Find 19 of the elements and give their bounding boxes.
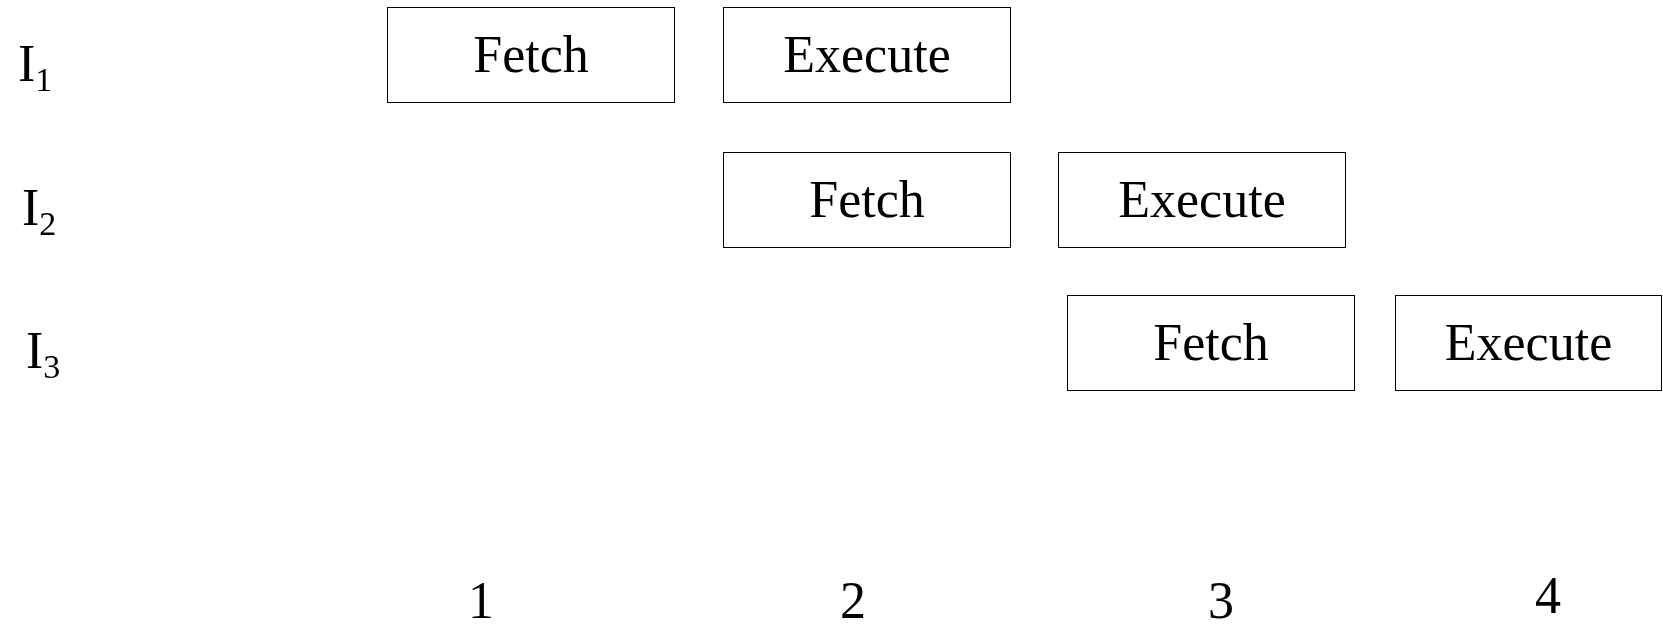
- box-label: Execute: [783, 29, 951, 81]
- row-label: I$_{3}$: [26, 325, 61, 377]
- process-box: [723, 7, 1011, 103]
- process-box: [387, 7, 675, 103]
- box-label: Fetch: [473, 29, 589, 81]
- process-box: [1067, 295, 1355, 391]
- axis-tick-label: 4: [1535, 570, 1561, 622]
- box-label: Execute: [1444, 317, 1613, 369]
- box-label: Fetch: [809, 174, 925, 226]
- process-box: [723, 152, 1011, 248]
- row-label: I$_{2}$: [22, 182, 57, 234]
- box-label: Execute: [1118, 174, 1286, 226]
- axis-tick-label: 1: [468, 575, 494, 627]
- process-box: [1058, 152, 1346, 248]
- axis-tick-label: 3: [1208, 575, 1234, 627]
- axis-tick-label: 2: [840, 575, 866, 627]
- process-box: [1395, 295, 1662, 391]
- row-label: I$_{1}$: [18, 38, 53, 90]
- box-label: Fetch: [1153, 317, 1269, 369]
